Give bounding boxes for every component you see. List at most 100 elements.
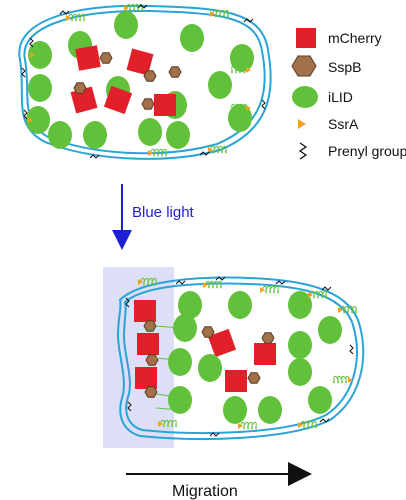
prenyl-anchor [175,280,186,285]
legend-label-ssra: SsrA [328,116,359,132]
resting-cell-membrane-inner [23,9,266,155]
prenyl-anchor [199,151,210,156]
ilid-molecule [230,44,254,72]
legend-label-ilid: iLID [328,89,353,105]
ilid-molecule [288,358,312,386]
ssra-tag [30,52,35,58]
illumination-region [103,267,174,448]
mcherry-molecule [135,367,157,389]
linker-line [155,393,171,397]
mcherry-molecule [225,370,247,392]
ssra-tag [138,279,143,285]
ilid-molecule [228,291,252,319]
mcherry-molecule [137,333,159,355]
prenyl-anchor [275,280,286,285]
mcherry-molecule [254,343,276,365]
prenyl-anchor [23,109,28,120]
sspb-molecule [261,332,275,344]
ilid-molecule [138,118,162,146]
ilid-molecule [258,396,282,424]
coil-linker [231,103,249,112]
coil-linker [29,115,47,124]
prenyl-anchor [125,297,130,308]
legend-label-sspb: SspB [328,59,361,75]
legend: mCherry SspB iLID SsrA Prenyl group [291,28,406,160]
coil-linker [209,145,227,154]
legend-label-prenyl: Prenyl group [328,143,406,159]
ilid-molecule [28,74,52,102]
ssra-tag [158,421,163,427]
coil-linker [139,277,157,286]
sspb-molecule [168,66,182,78]
coil-linker [239,421,257,430]
ilid-molecule [288,331,312,359]
prenyl-anchor [243,18,254,23]
ilid-molecule [198,354,222,382]
ssra-tag [208,147,213,153]
sspb-molecule [144,386,158,398]
legend-item-ilid: iLID [292,86,353,108]
ilid-icon [292,86,318,108]
prenyl-anchor [261,99,266,110]
sspb-molecule [73,82,87,94]
sspb-molecule [145,354,159,366]
ilid-molecule [223,396,247,424]
ssra-tag [28,117,33,123]
resting-cell [18,3,272,160]
prenyl-anchor [321,286,332,291]
prenyl-anchor [209,432,220,437]
coil-linker [309,290,327,299]
ilid-molecule [173,314,197,342]
ssra-tag [203,282,208,288]
blue-light-label: Blue light [132,204,195,221]
coil-linker [159,419,177,428]
ilid-molecule [288,291,312,319]
prenyl-anchor [89,154,100,159]
mcherry-icon [296,28,316,48]
ssra-tag [246,67,251,73]
coil-linker [149,148,167,157]
coil-linker [125,3,143,12]
prenyl-anchor [137,4,148,9]
ilid-molecule [114,11,138,39]
prenyl-anchor [127,401,132,412]
ssra-tag [246,105,251,111]
mcherry-molecule [207,328,237,358]
legend-item-sspb: SspB [291,55,361,77]
ssra-tag [338,307,343,313]
ssra-icon [298,119,306,129]
ssra-tag [124,5,129,11]
ilid-molecule [180,24,204,52]
legend-item-prenyl: Prenyl group [298,142,406,160]
coil-linker [211,9,229,18]
migrating-cell-membrane-outer [116,276,365,440]
legend-item-mcherry: mCherry [296,28,382,48]
mcherry-molecule [154,94,176,116]
prenyl-anchor [21,67,26,78]
coil-linker [333,375,351,384]
ilid-molecule [208,71,232,99]
coil-linker [339,305,357,314]
sspb-molecule [143,320,157,332]
sspb-molecule [99,52,113,64]
prenyl-anchor [349,344,354,355]
mcherry-molecule [126,48,154,76]
sspb-molecule [141,98,155,110]
ssra-tag [308,292,313,298]
mcherry-molecule [75,45,101,71]
prenyl-group-icon [298,142,308,160]
ssra-tag [298,422,303,428]
ilid-molecule [318,316,342,344]
prenyl-anchor [59,10,70,15]
ilid-molecule [83,121,107,149]
prenyl-anchor [29,37,34,48]
ssra-tag [66,15,71,21]
coil-linker [299,420,317,429]
ilid-molecule [168,386,192,414]
migrating-cell-membrane-inner [122,282,358,434]
ssra-tag [148,150,153,156]
ilid-molecule [308,386,332,414]
resting-cell-membrane-outer [18,4,272,160]
prenyl-anchor [319,418,330,423]
